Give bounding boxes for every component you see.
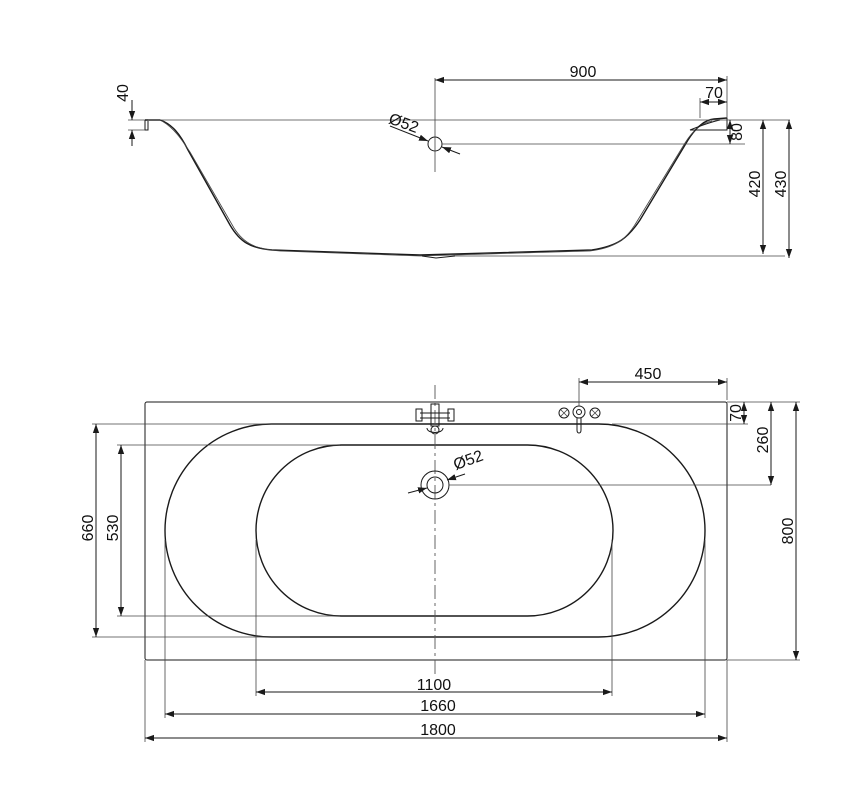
dim-label-900: 900 xyxy=(570,64,597,81)
dim-label-660: 660 xyxy=(80,515,97,542)
side-view: 900 70 40 Ø52 80 420 430 xyxy=(115,64,793,259)
top-view: 450 70 260 800 Ø52 660 530 1100 xyxy=(80,366,800,742)
dim-label-1660: 1660 xyxy=(420,698,456,715)
dim-label-d52-side: Ø52 xyxy=(386,111,420,137)
dim-leader-d52-top-b xyxy=(446,473,466,481)
dim-label-430: 430 xyxy=(773,171,790,198)
faucet-icon xyxy=(415,403,455,435)
bowl-inner xyxy=(255,444,614,617)
dim-label-1800: 1800 xyxy=(420,722,456,739)
tub-profile-inner xyxy=(161,120,713,257)
dim-label-d52-top: Ø52 xyxy=(451,448,485,474)
tub-profile-outer xyxy=(145,117,728,256)
rim-left xyxy=(144,120,149,131)
dim-leader-d52-side-b xyxy=(441,146,461,155)
dim-leader-d52-top-a xyxy=(407,487,428,494)
dim-label-70-top: 70 xyxy=(728,404,745,422)
mixer-tap-icon xyxy=(558,405,601,434)
dim-leader-d52-side-a xyxy=(389,125,429,142)
dim-label-260: 260 xyxy=(755,427,772,454)
dim-label-1100: 1100 xyxy=(417,677,452,694)
dim-label-530: 530 xyxy=(105,515,122,542)
tub-bottom-base xyxy=(421,255,456,259)
dim-label-40: 40 xyxy=(115,84,132,102)
dim-label-800: 800 xyxy=(780,518,797,545)
dim-label-70-side: 70 xyxy=(705,85,723,102)
dim-label-80: 80 xyxy=(729,123,746,141)
dim-label-450: 450 xyxy=(635,366,662,383)
dim-label-420: 420 xyxy=(747,171,764,198)
drain-inner-icon xyxy=(426,476,444,494)
tub-outline xyxy=(144,401,728,661)
rim-right xyxy=(689,118,728,131)
